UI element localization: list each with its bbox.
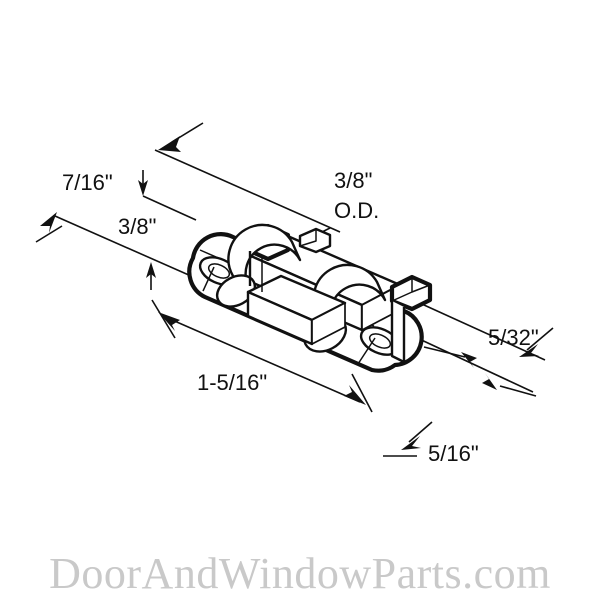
axle-bar — [246, 274, 347, 346]
dimension-7-16-geometry — [138, 122, 341, 233]
site-watermark: DoorAndWindowParts.com — [49, 549, 551, 598]
housing-tab-mid — [298, 227, 332, 254]
roller-wheel-left — [215, 223, 302, 308]
dimension-label-od-suffix: O.D. — [334, 198, 379, 223]
dimension-label-3-8-plate: 3/8" — [118, 214, 156, 239]
dimension-label-7-16: 7/16" — [62, 170, 113, 195]
dimension-label-5-32: 5/32" — [488, 325, 539, 350]
dimension-5-16-geometry — [383, 421, 433, 457]
dimension-1-5-16-geometry — [151, 299, 373, 413]
housing-tab-right — [389, 274, 433, 364]
roller-assembly-part — [187, 223, 433, 373]
dimension-label-5-16: 5/16" — [428, 441, 479, 466]
housing-leg-left — [248, 251, 263, 292]
dimension-label-1-5-16: 1-5/16" — [197, 370, 267, 395]
dimension-labels: 7/16" 3/8" 3/8" O.D. 5/32" 1-5/16" 5/16" — [62, 168, 539, 466]
dimension-label-3-8-od: 3/8" — [334, 168, 372, 193]
